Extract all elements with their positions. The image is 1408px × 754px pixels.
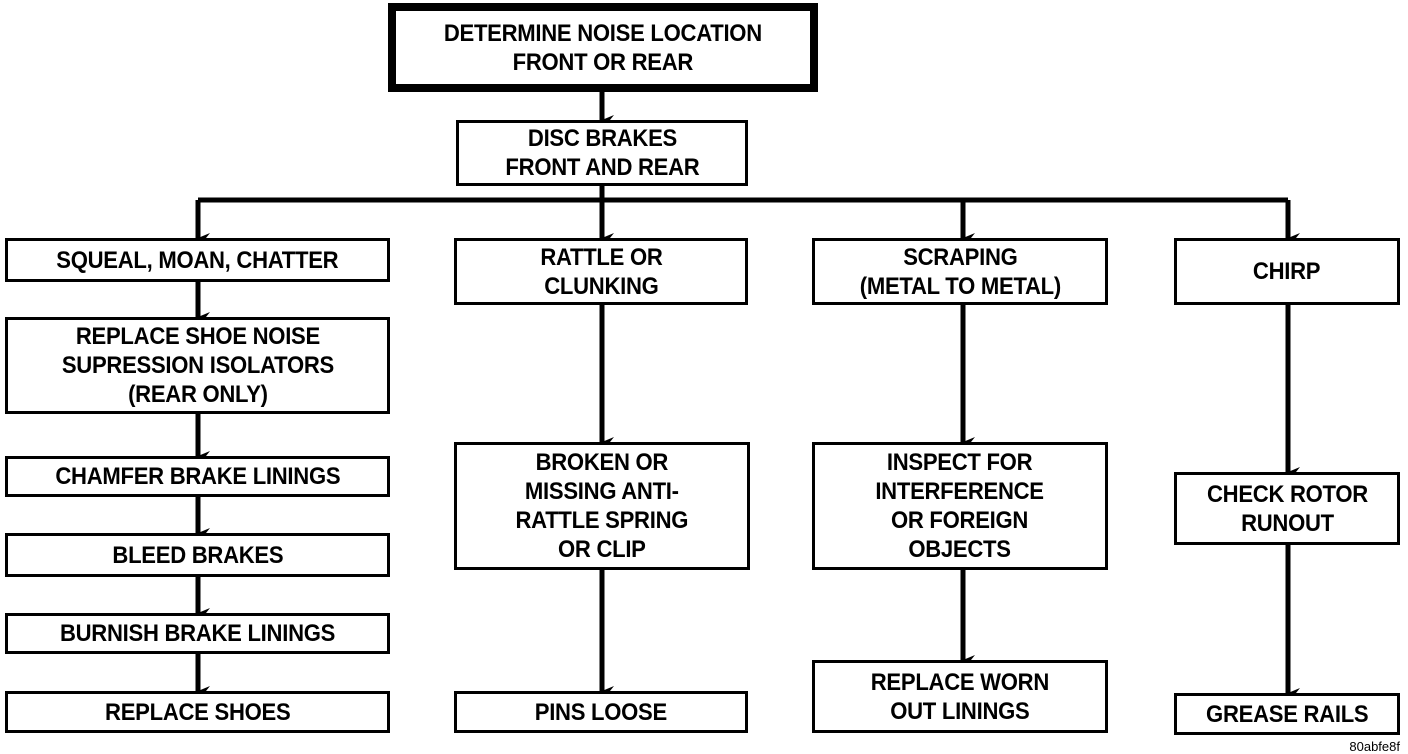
node-grease-label: GREASE RAILS [1205,700,1369,728]
node-broken-label: BROKEN OR MISSING ANTI- RATTLE SPRING OR… [515,449,689,563]
node-scraping: SCRAPING (METAL TO METAL) [812,238,1108,305]
node-inspect-label: INSPECT FOR INTERFERENCE OR FOREIGN OBJE… [875,449,1045,563]
node-squeal: SQUEAL, MOAN, CHATTER [5,238,390,282]
node-replace-shoes: REPLACE SHOES [5,691,390,733]
node-chamfer-label: CHAMFER BRAKE LININGS [55,463,340,490]
node-start-label: DETERMINE NOISE LOCATION FRONT OR REAR [443,19,763,76]
node-broken: BROKEN OR MISSING ANTI- RATTLE SPRING OR… [454,442,750,570]
node-replace-worn: REPLACE WORN OUT LININGS [812,660,1108,733]
node-check-rotor-label: CHECK ROTOR RUNOUT [1206,480,1368,537]
node-burnish: BURNISH BRAKE LININGS [5,613,390,654]
node-pins: PINS LOOSE [454,691,748,733]
node-disc: DISC BRAKES FRONT AND REAR [456,120,748,186]
node-chirp: CHIRP [1174,238,1400,305]
node-squeal-label: SQUEAL, MOAN, CHATTER [56,246,339,274]
figure-code: 80abfe8f [1349,739,1400,754]
node-burnish-label: BURNISH BRAKE LININGS [59,620,336,647]
node-disc-label: DISC BRAKES FRONT AND REAR [504,125,700,181]
node-bleed-label: BLEED BRAKES [112,541,283,569]
node-scraping-label: SCRAPING (METAL TO METAL) [859,243,1061,300]
node-replace-worn-label: REPLACE WORN OUT LININGS [870,668,1050,725]
node-replace-shoes-label: REPLACE SHOES [104,698,291,726]
node-start: DETERMINE NOISE LOCATION FRONT OR REAR [388,3,818,92]
node-chirp-label: CHIRP [1253,258,1321,285]
node-rattle-label: RATTLE OR CLUNKING [539,243,663,300]
node-check-rotor: CHECK ROTOR RUNOUT [1174,472,1400,545]
node-replace-isolators: REPLACE SHOE NOISE SUPRESSION ISOLATORS … [5,317,390,414]
node-pins-label: PINS LOOSE [534,698,668,726]
node-bleed: BLEED BRAKES [5,533,390,577]
node-grease: GREASE RAILS [1174,693,1400,735]
node-chamfer: CHAMFER BRAKE LININGS [5,456,390,497]
node-replace-isolators-label: REPLACE SHOE NOISE SUPRESSION ISOLATORS … [61,323,334,408]
node-rattle: RATTLE OR CLUNKING [454,238,748,305]
node-inspect: INSPECT FOR INTERFERENCE OR FOREIGN OBJE… [812,442,1108,570]
